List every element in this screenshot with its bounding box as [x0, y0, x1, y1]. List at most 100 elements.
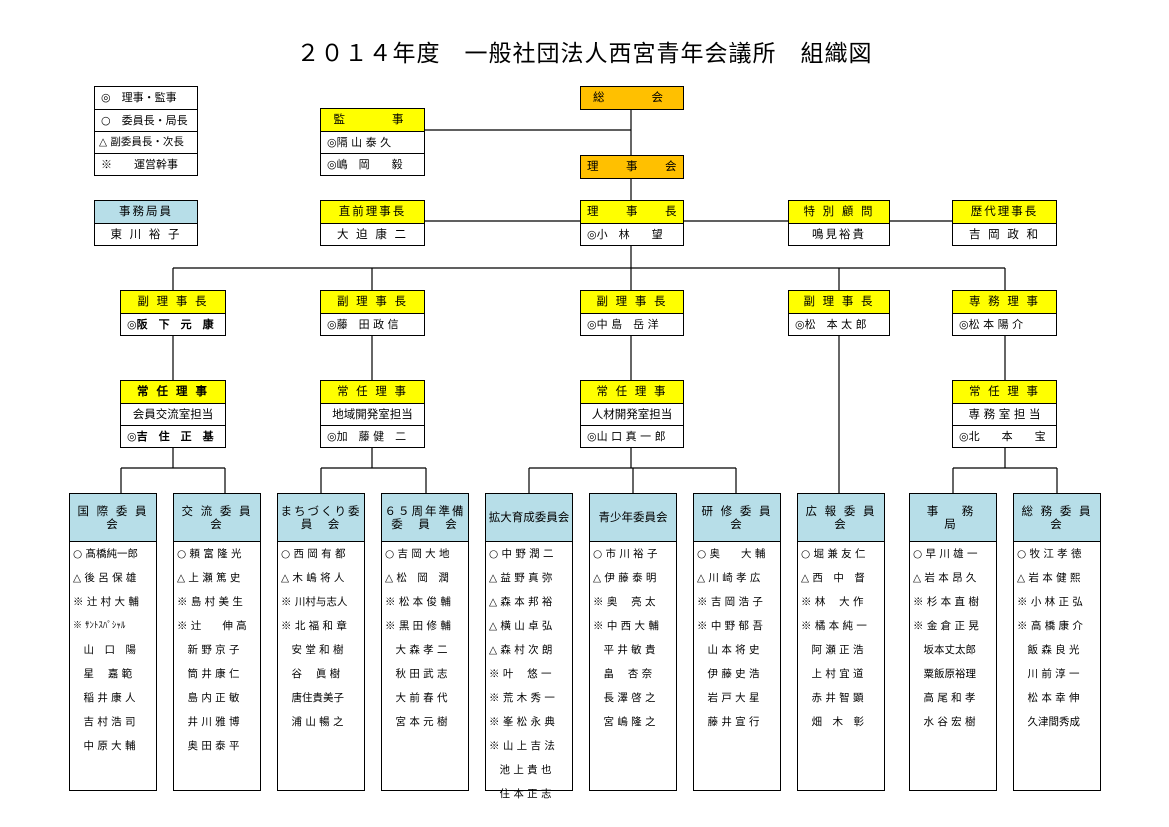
committee-column: 拡大育成委員会 ○ 中 野 潤 二 △ 益 野 真 弥 △ 森 本 邦 裕 △ …	[485, 493, 573, 800]
committee-title: 事 務 局	[910, 494, 996, 542]
legend-box: ◎ 理事・監事 ○ 委員長・局長 △ 副委員長・次長 ※ 運営幹事	[94, 86, 198, 176]
standing-director-title: 常 任 理 事	[121, 381, 225, 403]
committee-member: △ 西 中 督	[801, 572, 865, 584]
committee-member: 長 澤 啓 之	[593, 692, 656, 704]
standing-director-role: 専 務 室 担 当	[953, 403, 1056, 425]
secretariat-staff-title: 事務局員	[95, 201, 197, 223]
committee-member: △ 岩 本 昂 久	[913, 572, 977, 584]
committee-member: ※ 峯 松 永 典	[489, 716, 555, 728]
standing-director-box: 常 任 理 事 会員交流室担当 ◎吉 住 正 基	[120, 380, 226, 448]
committee-member: ○ 髙橋純一郎	[73, 548, 138, 560]
committee-title: 青少年委員会	[590, 494, 676, 542]
past-presidents-box: 歴代理事長 吉 岡 政 和	[952, 200, 1057, 246]
standing-director-title: 常 任 理 事	[581, 381, 683, 403]
secretariat-staff-box: 事務局員 東 川 裕 子	[94, 200, 198, 246]
standing-director-name: ◎山 口 真 一 郎	[581, 425, 683, 447]
vice-president-box: 副 理 事 長 ◎藤 田 政 信	[320, 290, 425, 336]
committee-column: 事 務 局 ○ 早 川 雄 一 △ 岩 本 昂 久 ※ 杉 本 直 樹 ※ 金 …	[909, 493, 997, 791]
committee-member: ※ 高 橋 康 介	[1017, 620, 1083, 632]
standing-director-title: 常 任 理 事	[953, 381, 1056, 403]
committee-member: ※ ｻﾝﾄｽﾊﾟｼｬﾙ	[73, 621, 126, 631]
president-title: 理 事 長	[581, 201, 683, 223]
vice-president-title: 副 理 事 長	[321, 291, 424, 313]
vice-president-name: ◎阪 下 元 康	[121, 313, 225, 335]
board-label: 理 事 会	[581, 156, 683, 178]
committee-column: 広 報 委 員 会 ○ 堀 兼 友 仁 △ 西 中 督 ※ 林 大 作 ※ 橘 …	[797, 493, 885, 791]
committee-member: 大 森 孝 二	[385, 644, 448, 656]
vice-president-box: 副 理 事 長 ◎阪 下 元 康	[120, 290, 226, 336]
committee-member: ※ 橘 本 純 一	[801, 620, 867, 632]
committee-member: 宮 嶋 隆 之	[593, 716, 656, 728]
committee-member: ○ 吉 岡 大 地	[385, 548, 450, 560]
committee-title: 総 務 委 員 会	[1014, 494, 1100, 542]
committee-member: ○ 牧 江 孝 徳	[1017, 548, 1082, 560]
special-advisor-name: 鳴見裕貴	[789, 223, 889, 245]
committee-member: 井 川 雅 博	[177, 716, 240, 728]
standing-director-box: 常 任 理 事 専 務 室 担 当 ◎北 本 宝	[952, 380, 1057, 448]
committee-member: 奥 田 泰 平	[177, 740, 240, 752]
standing-director-name: ◎北 本 宝	[953, 425, 1056, 447]
committee-member: 飯 森 良 光	[1017, 644, 1080, 656]
committee-member: 高 尾 和 孝	[913, 692, 976, 704]
committee-column: まちづくり委 員 会 ○ 西 岡 有 都 △ 木 嶋 将 人 ※ 川村与志人 ※…	[277, 493, 373, 791]
committee-member: ○ 中 野 潤 二	[489, 548, 554, 560]
committee-member: ※ 吉 岡 浩 子	[697, 596, 763, 608]
vice-president-name: ◎藤 田 政 信	[321, 313, 424, 335]
auditor-box: 監 事 ◎隔 山 泰 久 ◎嶋 岡 毅	[320, 108, 425, 176]
committee-member: 山 口 陽	[73, 644, 136, 656]
board-box: 理 事 会	[580, 155, 684, 179]
committee-title: まちづくり委 員 会	[278, 494, 373, 542]
committee-member: △ 横 山 卓 弘	[489, 620, 553, 632]
legend-item: ○ 委員長・局長	[95, 109, 197, 131]
standing-director-box: 常 任 理 事 人材開発室担当 ◎山 口 真 一 郎	[580, 380, 684, 448]
standing-director-box: 常 任 理 事 地域開発室担当 ◎加 藤 健 二	[320, 380, 425, 448]
committee-column: 交 流 委 員 会 ○ 頼 富 隆 光 △ 上 瀬 篤 史 ※ 島 村 美 生 …	[173, 493, 261, 791]
committee-member: 平 井 敏 貴	[593, 644, 656, 656]
committee-member: ※ 小 林 正 弘	[1017, 596, 1083, 608]
committee-member: 川 前 淳 一	[1017, 668, 1080, 680]
committee-member: ○ 西 岡 有 都	[281, 548, 346, 560]
committee-member: △ 森 本 邦 裕	[489, 596, 553, 608]
committee-member: 伊 藤 史 浩	[697, 668, 760, 680]
committee-member: 松 本 幸 伸	[1017, 692, 1080, 704]
committee-member: ○ 早 川 雄 一	[913, 548, 978, 560]
past-presidents-title: 歴代理事長	[953, 201, 1056, 223]
standing-director-role: 地域開発室担当	[321, 403, 424, 425]
committee-member: 大 前 春 代	[385, 692, 448, 704]
committee-member: △ 後 呂 保 雄	[73, 572, 137, 584]
page-title: ２０１４年度 一般社団法人西宮青年会議所 組織図	[296, 41, 873, 67]
committee-member: ※ 金 倉 正 晃	[913, 620, 979, 632]
general-assembly-label: 総 会	[581, 87, 683, 109]
past-presidents-name: 吉 岡 政 和	[953, 223, 1056, 245]
committee-member: 阿 瀬 正 浩	[801, 644, 864, 656]
auditor-title: 監 事	[321, 109, 424, 131]
standing-director-role: 会員交流室担当	[121, 403, 225, 425]
committee-member: ※ 北 福 和 章	[281, 620, 347, 632]
standing-director-title: 常 任 理 事	[321, 381, 424, 403]
legend-item: △ 副委員長・次長	[95, 131, 197, 153]
standing-director-name: ◎加 藤 健 二	[321, 425, 424, 447]
executive-director-box: 専 務 理 事 ◎松 本 陽 介	[952, 290, 1057, 336]
committee-member: ※ 中 野 郁 吾	[697, 620, 763, 632]
auditor-member: ◎嶋 岡 毅	[321, 153, 424, 175]
committee-member: ○ 市 川 裕 子	[593, 548, 658, 560]
previous-president-name: 大 迫 康 二	[321, 223, 424, 245]
legend-item: ◎ 理事・監事	[101, 91, 177, 104]
committee-member: 宮 本 元 樹	[385, 716, 448, 728]
committee-member: △ 川 崎 孝 広	[697, 572, 761, 584]
committee-member: 秋 田 武 志	[385, 668, 448, 680]
executive-director-title: 専 務 理 事	[953, 291, 1056, 313]
committee-member: ○ 堀 兼 友 仁	[801, 548, 866, 560]
previous-president-title: 直前理事長	[321, 201, 424, 223]
general-assembly-box: 総 会	[580, 86, 684, 110]
president-box: 理 事 長 ◎小 林 望	[580, 200, 684, 246]
auditor-member: ◎隔 山 泰 久	[321, 131, 424, 153]
committee-member: 岩 戸 大 星	[697, 692, 760, 704]
committee-member: 島 内 正 敏	[177, 692, 240, 704]
committee-member: ※ 辻 村 大 輔	[73, 596, 139, 608]
committee-member: ※ 林 大 作	[801, 596, 864, 608]
committee-member: 安 堂 和 樹	[281, 644, 344, 656]
committee-member: 畠 杏 奈	[593, 668, 653, 680]
committee-title: 研 修 委 員 会	[694, 494, 780, 542]
vice-president-box: 副 理 事 長 ◎松 本 太 郎	[788, 290, 890, 336]
